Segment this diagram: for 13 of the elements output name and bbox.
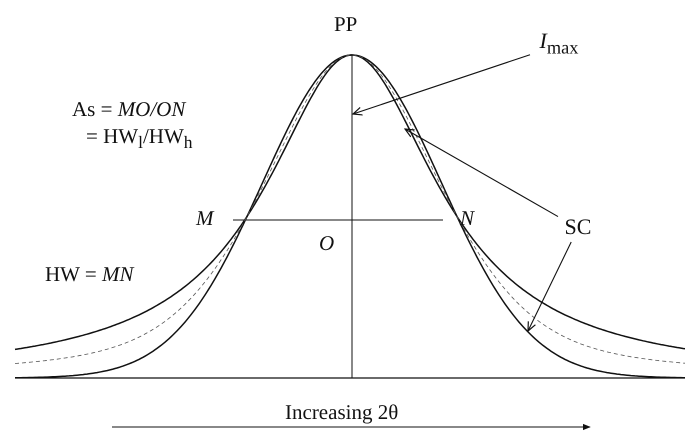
- axis-label: = HW$_{l}$/HW$_{h}$: [86, 124, 193, 154]
- axis-label: N: [460, 206, 474, 230]
- axis-label: Increasing 2θ: [285, 400, 398, 424]
- callout-label: SC: [558, 214, 598, 242]
- axis-label: M: [196, 206, 214, 230]
- axis-label: HW = MN: [45, 262, 134, 286]
- axis-label: PP: [334, 12, 358, 36]
- leader-line: [527, 242, 572, 332]
- leader-line: [404, 128, 558, 218]
- callout-label: I$_{max}$: [530, 28, 588, 62]
- leader-line: [352, 54, 530, 116]
- axis-label: As = MO/ON: [72, 97, 186, 121]
- axis-label: O: [319, 231, 334, 255]
